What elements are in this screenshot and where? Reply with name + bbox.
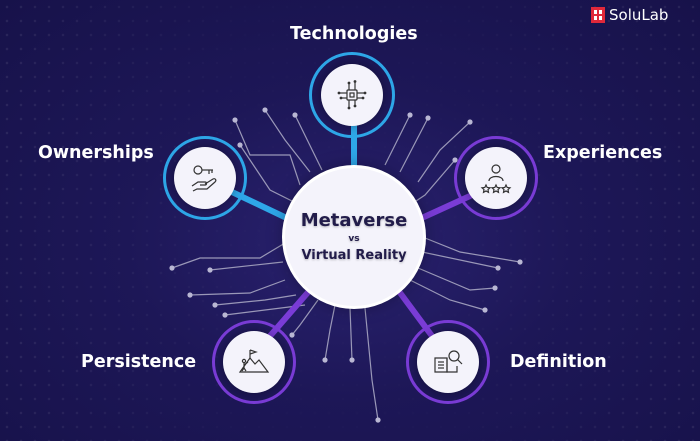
key-hand-icon [191, 165, 217, 192]
label-persistence: Persistence [81, 352, 197, 372]
node-definition [417, 331, 479, 393]
center-title: Metaverse [300, 210, 408, 231]
user-rating-icon [480, 164, 512, 194]
center-vs: vs [348, 234, 360, 244]
solulab-logo-icon [591, 7, 605, 23]
center-circle: Metaverse vs Virtual Reality [285, 168, 423, 306]
ring-experiences [454, 136, 538, 220]
ring-technologies [309, 52, 395, 138]
mountain-climb-icon [238, 349, 270, 373]
microchip-icon [337, 80, 367, 110]
node-technologies [321, 64, 383, 126]
ring-definition [406, 320, 490, 404]
ring-persistence [212, 320, 296, 404]
center-subtitle: Virtual Reality [301, 248, 407, 263]
node-ownerships [174, 147, 236, 209]
label-technologies: Technologies [290, 24, 418, 44]
node-persistence [223, 331, 285, 393]
connector-ownerships [229, 189, 298, 225]
brand-name: SoluLab [609, 6, 669, 24]
ring-ownerships [163, 136, 247, 220]
label-definition: Definition [510, 352, 607, 372]
label-experiences: Experiences [543, 143, 663, 163]
label-ownerships: Ownerships [38, 143, 154, 163]
node-experiences [465, 147, 527, 209]
book-search-icon [434, 350, 463, 373]
